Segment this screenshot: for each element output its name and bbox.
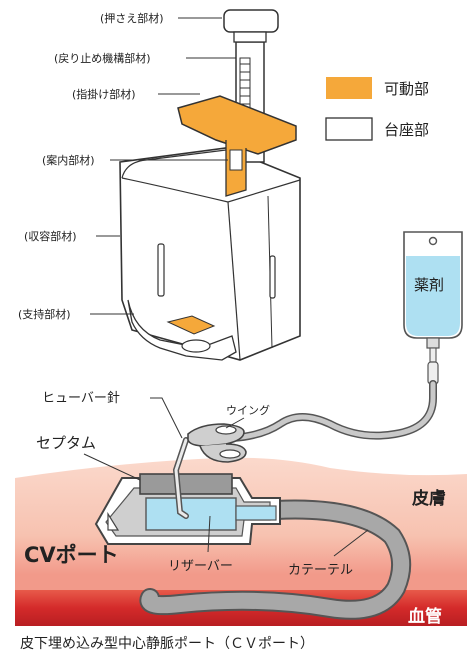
- figure-caption: 皮下埋め込み型中心静脈ポート（ＣＶポート）: [20, 636, 314, 652]
- label-septum: セプタム: [36, 434, 96, 452]
- label-guide: (案内部材): [42, 153, 95, 167]
- device-label-pusher-group: (押さえ部材): [100, 11, 222, 25]
- label-catheter: カテーテル: [288, 563, 353, 578]
- device-housing: [119, 147, 301, 361]
- label-support: (支持部材): [18, 307, 71, 321]
- label-reservoir: リザーバー: [168, 559, 233, 574]
- device-label-finger-group: (指掛け部材): [72, 87, 200, 101]
- legend-label-movable: 可動部: [384, 80, 429, 98]
- wing: [187, 423, 247, 463]
- septum: [139, 473, 233, 495]
- label-wing: ウイング: [226, 403, 270, 417]
- label-huber-needle: ヒューバー針: [42, 391, 120, 406]
- port-label-septum-group: セプタム: [36, 434, 141, 481]
- device-label-stopper-group: (戻り止め機構部材): [54, 51, 236, 65]
- port-label-catheter-group: カテーテル: [288, 529, 369, 578]
- legend-label-base: 台座部: [384, 121, 429, 139]
- device-label-housing-group: (収容部材): [24, 229, 120, 243]
- label-pusher: (押さえ部材): [100, 11, 164, 25]
- label-housing: (収容部材): [24, 229, 77, 243]
- label-drug: 薬剤: [414, 276, 444, 294]
- huber-needle: [172, 437, 189, 519]
- legend-swatch-base: [325, 117, 373, 141]
- label-finger: (指掛け部材): [72, 87, 136, 101]
- label-skin: 皮膚: [412, 488, 446, 509]
- device-label-support-group: (支持部材): [18, 307, 134, 321]
- legend-swatch-movable: [326, 77, 372, 99]
- label-blood-vessel: 血管: [408, 606, 442, 627]
- legend: 可動部 台座部: [325, 77, 429, 141]
- label-stopper: (戻り止め機構部材): [54, 51, 151, 65]
- device-label-guide-group: (案内部材): [42, 153, 228, 167]
- reservoir: [145, 497, 277, 531]
- device-support: [127, 299, 237, 361]
- port-label-wing-group: ウイング: [225, 403, 270, 429]
- port-label-huber-group: ヒューバー針: [42, 391, 183, 439]
- device-finger-grip: [177, 95, 297, 197]
- drug-bag: [403, 231, 463, 385]
- port-label-reservoir-group: リザーバー: [168, 515, 233, 574]
- label-cv-port: CVポート: [24, 543, 119, 567]
